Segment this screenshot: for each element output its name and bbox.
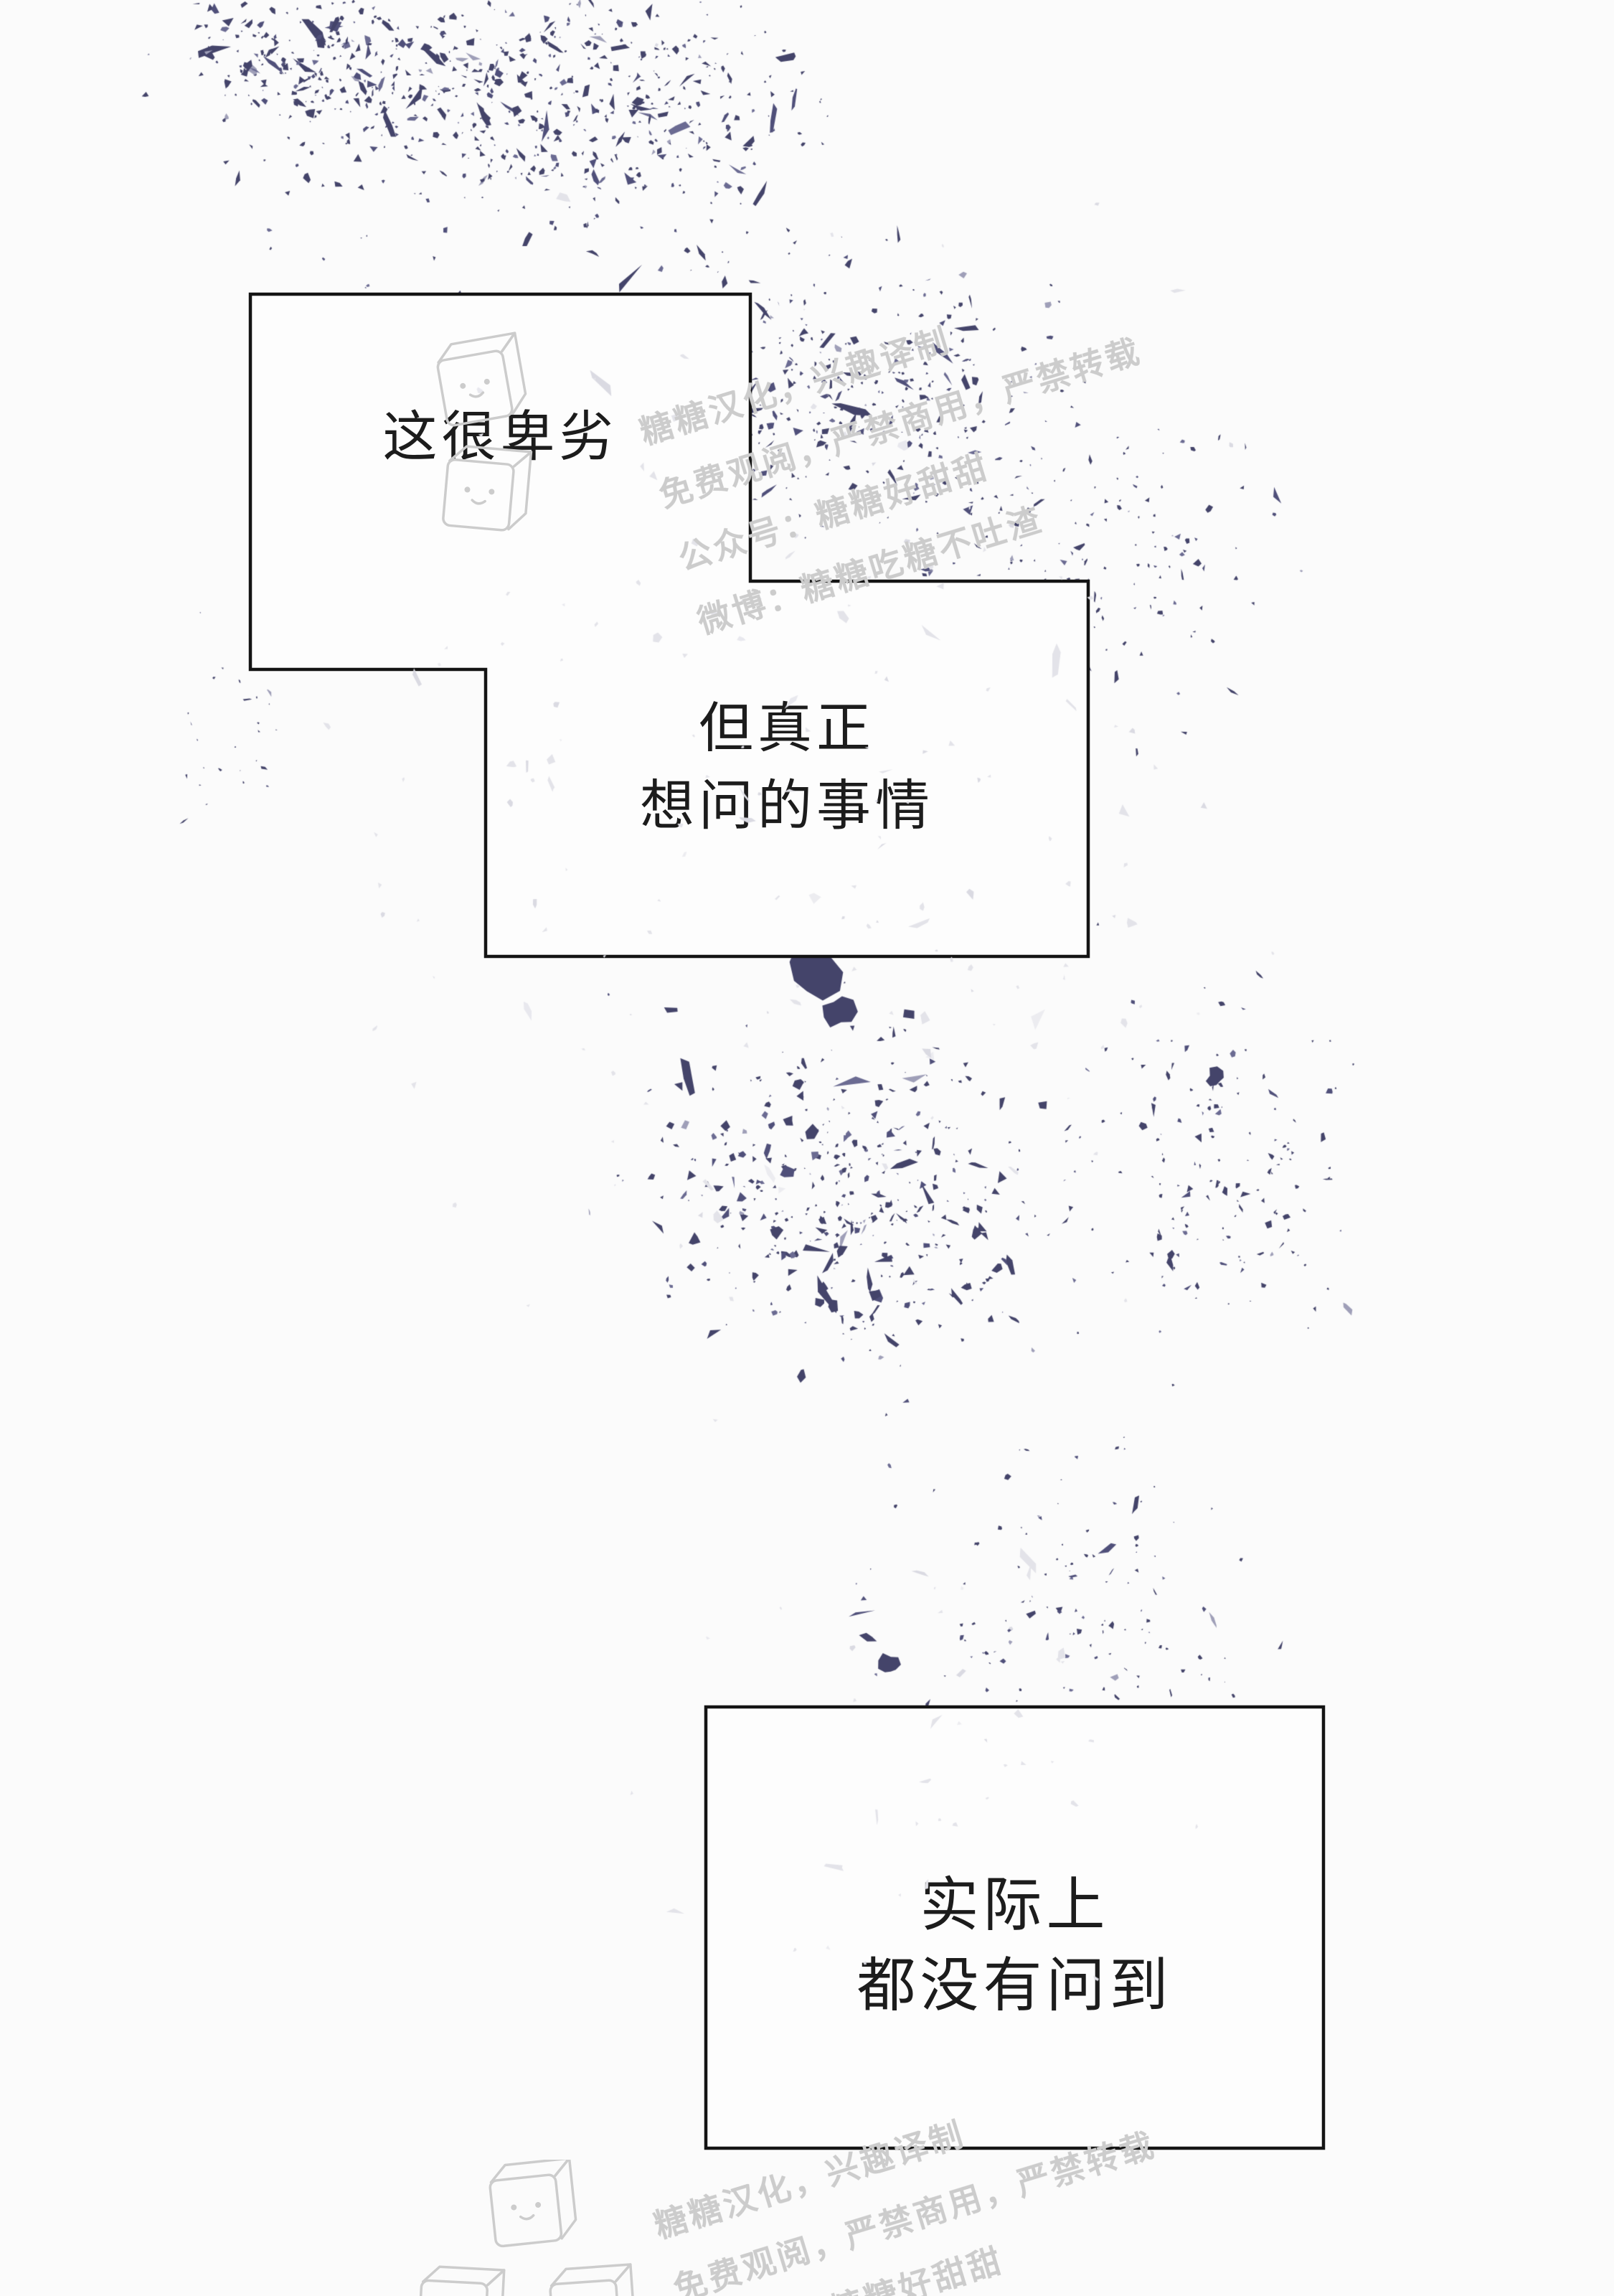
sugar-cube-mascot-icon [436, 331, 533, 532]
sugar-cube-mascot-icon [417, 2160, 636, 2296]
